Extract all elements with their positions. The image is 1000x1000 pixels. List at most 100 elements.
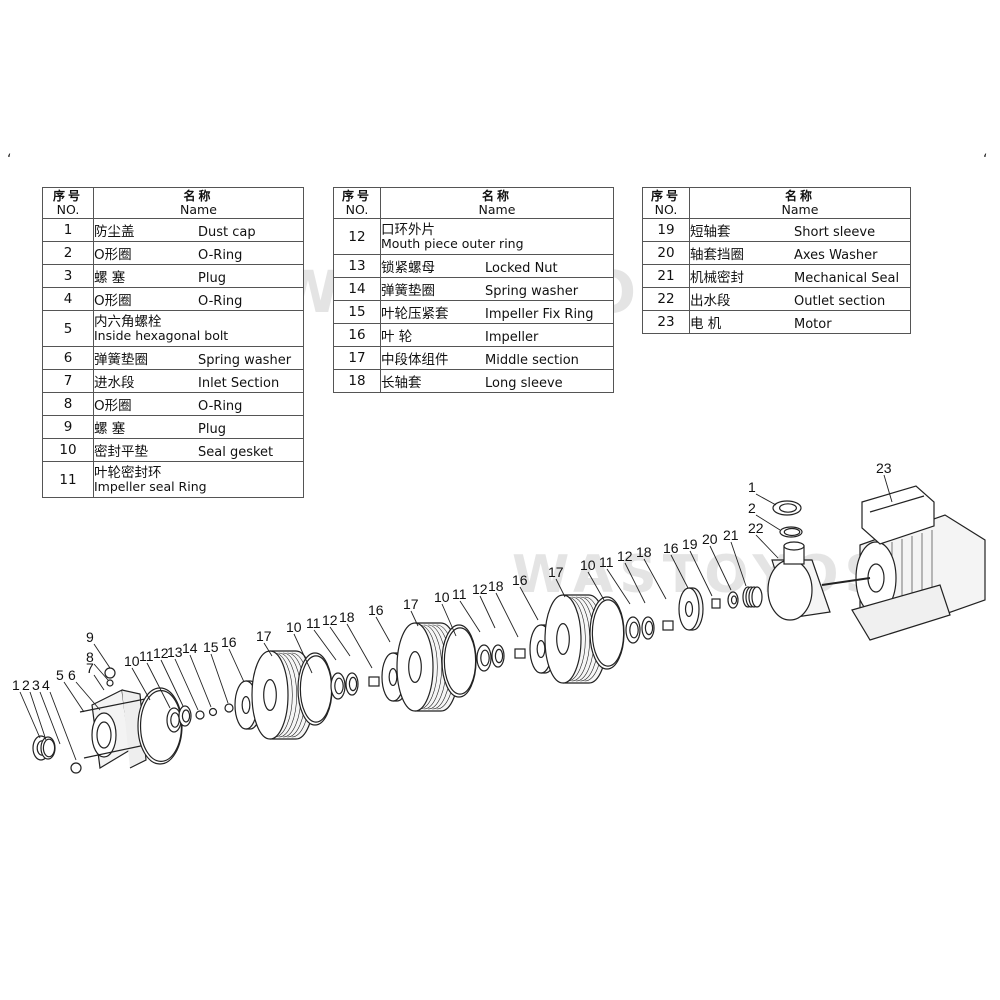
part-name-cn: 弹簧垫圈 [381, 283, 435, 299]
outer-ring-shape [345, 672, 359, 696]
leader-line [624, 562, 646, 604]
part-name-cn: 密封平垫 [94, 444, 148, 460]
header-no-cn: 序号 [341, 189, 372, 203]
callout-16: 16 [663, 540, 679, 556]
leader-line [131, 667, 151, 701]
gasket-shape-inner [443, 627, 477, 695]
dust-cap-right [772, 500, 802, 516]
impeller-shape-hub [684, 601, 694, 617]
seal-ring-shape [476, 644, 492, 672]
middle-section-shape-rib [278, 652, 297, 738]
leader-line [19, 691, 41, 739]
outer-ring-shape [641, 616, 655, 640]
gasket-shape [297, 652, 333, 726]
leader-line [519, 586, 539, 621]
leader-line [39, 691, 61, 745]
part-name-cn: 机械密封 [690, 270, 744, 286]
part-name-en: Seal gesket [198, 445, 274, 460]
callout-17: 17 [548, 564, 564, 580]
part-name-en: Impeller Fix Ring [485, 307, 594, 322]
header-name-en: Name [781, 202, 819, 217]
leader-line [479, 595, 496, 629]
seal-ring-shape-inner [629, 621, 639, 639]
callout-12: 12 [617, 548, 633, 564]
callout-23: 23 [876, 460, 892, 476]
callout-10: 10 [580, 557, 596, 573]
part-number: 14 [333, 277, 381, 301]
inlet-port-bore [96, 721, 112, 749]
part-number: 7 [42, 369, 94, 393]
seal-coil [751, 586, 763, 608]
callout-4: 4 [42, 677, 50, 693]
part-name-en: Impeller seal Ring [94, 478, 207, 494]
leader-line [228, 648, 245, 683]
part-name-cn: 防尘盖 [94, 224, 135, 240]
leader-line [755, 493, 777, 506]
header-no-en: NO. [345, 202, 369, 217]
part-name-en: Mouth piece outer ring [381, 235, 524, 251]
callout-13: 13 [167, 644, 183, 660]
callout-10: 10 [124, 653, 140, 669]
gasket-shape [589, 596, 625, 670]
oring-left-inner [42, 738, 56, 758]
leader-line [210, 653, 229, 704]
part-name-en: Long sleeve [485, 376, 563, 391]
callout-18: 18 [339, 609, 355, 625]
part-name-cn: 锁紧螺母 [381, 260, 435, 276]
leader-line [49, 691, 77, 761]
leader-line [189, 654, 212, 708]
part-name-cn: 内六角螺栓 [94, 313, 162, 330]
middle-section-shape-hub [408, 650, 422, 683]
leader-line [346, 623, 373, 669]
callout-3: 3 [32, 677, 40, 693]
impeller-shape-face [678, 587, 700, 631]
outlet-face [767, 559, 813, 621]
middle-section-shape-rib [274, 652, 293, 738]
part-name-cn: 叶轮压紧套 [381, 306, 449, 322]
callout-2: 2 [22, 677, 30, 693]
callout-16: 16 [368, 602, 384, 618]
part-name-cn: 轴套挡圈 [690, 247, 744, 263]
part-name-en: Short sleeve [794, 225, 876, 240]
header-no-en: NO. [654, 202, 678, 217]
leader-line [606, 568, 631, 605]
axes-washer-shape [727, 591, 739, 609]
part-name-cn: O形圈 [94, 293, 132, 309]
part-name: 叶轮压紧套 Impeller Fix Ring [380, 300, 614, 324]
leader-line [29, 691, 47, 741]
callout-17: 17 [403, 596, 419, 612]
part-name-en: Inlet Section [198, 376, 280, 391]
terminal-box-lid [869, 495, 925, 513]
header-name-cn: 名称 [481, 189, 512, 203]
part-name-en: Locked Nut [485, 261, 558, 276]
terminal-box [861, 485, 935, 545]
part-number: 1 [42, 218, 94, 242]
leader-line [670, 554, 689, 589]
callout-11: 11 [306, 615, 321, 631]
part-name-cn: 中段体组件 [381, 352, 449, 368]
callout-19: 19 [682, 536, 698, 552]
leader-line [730, 541, 747, 587]
part-name-en: O-Ring [198, 248, 243, 263]
part-number: 9 [42, 415, 94, 439]
